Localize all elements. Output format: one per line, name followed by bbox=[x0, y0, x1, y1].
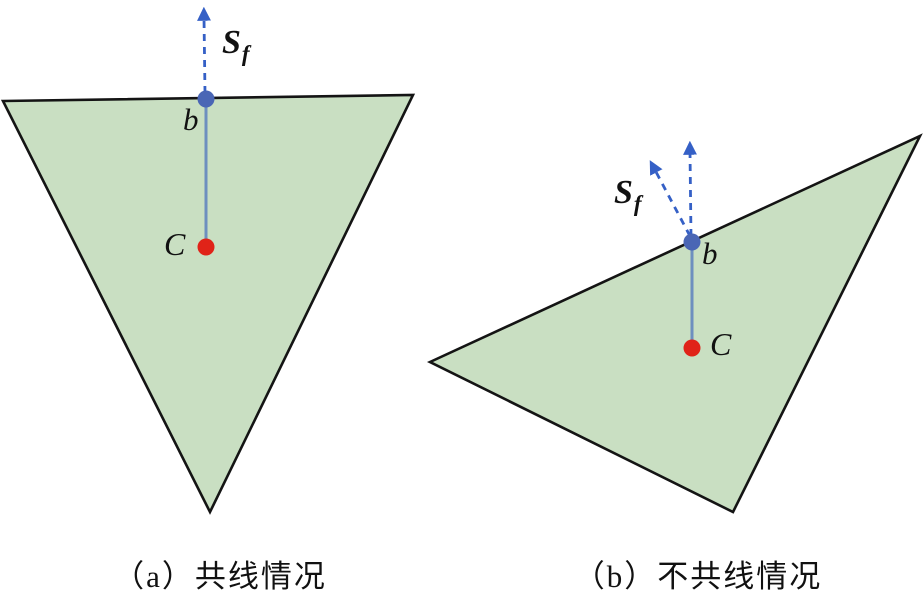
sf-vector-label-b: Sf bbox=[614, 174, 642, 216]
normal-vector-arrow-b bbox=[683, 140, 698, 237]
point-c-label-a: C bbox=[164, 226, 186, 262]
sf-main-a: S bbox=[222, 24, 241, 61]
normal-vector-arrow-a bbox=[197, 6, 212, 94]
caption-panel-b: （b）不共线情况 bbox=[573, 559, 823, 594]
point-c-dot-a bbox=[197, 238, 215, 256]
panel-b bbox=[426, 133, 923, 514]
point-b-dot-a bbox=[197, 90, 215, 108]
point-b-label-b: b bbox=[702, 236, 718, 271]
sf-sub-b: f bbox=[633, 191, 642, 216]
triangle-b bbox=[426, 133, 923, 514]
caption-panel-a: （a）共线情况 bbox=[113, 559, 327, 594]
sf-vector-label-a: Sf bbox=[222, 24, 250, 66]
panel-a bbox=[0, 6, 416, 515]
point-b-label-a: b bbox=[183, 102, 199, 137]
sf-main-b: S bbox=[614, 174, 633, 211]
point-c-label-b: C bbox=[710, 326, 732, 362]
point-b-dot-b bbox=[683, 233, 701, 251]
point-c-dot-b bbox=[683, 339, 701, 357]
slanted-vector-arrow-b bbox=[649, 160, 692, 237]
triangle-a bbox=[0, 93, 416, 515]
sf-sub-a: f bbox=[241, 41, 250, 66]
